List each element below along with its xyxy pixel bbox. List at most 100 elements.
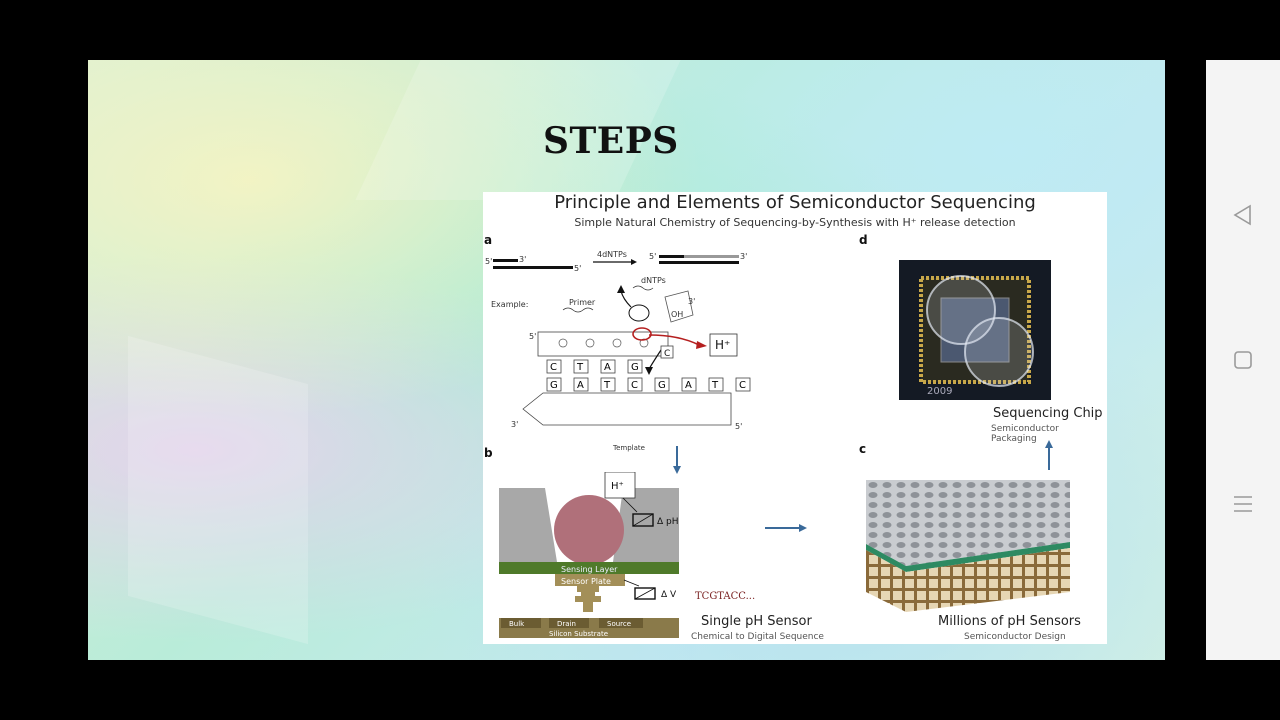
semiconductor-sequencing-figure: Principle and Elements of Semiconductor …: [483, 192, 1107, 644]
sensor-wells-surface: [866, 480, 1070, 566]
three-prime-label: 3': [688, 297, 695, 306]
release-arrow: [620, 290, 632, 308]
transistor-gate: [575, 586, 601, 612]
base-box: [681, 377, 697, 392]
panel-d-caption-sub: Semiconductor Packaging: [991, 424, 1059, 444]
template-backbone: [522, 392, 732, 426]
arrow-right-icon: [765, 524, 807, 532]
oh-highlight-circle: [632, 327, 652, 341]
arrow-up-icon: [1045, 440, 1053, 470]
ph-pointer: [622, 497, 638, 513]
pyrophosphate-circle: [628, 304, 650, 322]
delta-ph-indicator: [632, 513, 654, 527]
triangle-back-icon: [1233, 204, 1251, 226]
drain-label: Drain: [557, 620, 576, 628]
dv-pointer: [623, 579, 640, 587]
bottom-base-letter: T: [603, 380, 611, 391]
h-plus-text: H⁺: [611, 481, 624, 492]
chip-lens-left: [926, 275, 996, 345]
recent-apps-button[interactable]: [1206, 484, 1280, 524]
top-base-letter: G: [631, 362, 639, 373]
top-bases-row: C T A G: [546, 359, 643, 374]
bottom-3-label: 3': [511, 420, 518, 429]
top-base-letter: A: [604, 362, 611, 373]
bottom-base-letter: G: [550, 380, 558, 391]
base-box: [573, 359, 589, 374]
base-box: [627, 359, 643, 374]
sensor-plate-label: Sensor Plate: [561, 577, 611, 586]
dntps-brace: [632, 285, 654, 291]
sensing-layer-label: Sensing Layer: [561, 565, 618, 574]
example-label: Example:: [491, 300, 528, 309]
strand-5-end-label: 5': [574, 264, 581, 273]
left-5-label: 5': [529, 332, 536, 341]
h-plus-arrowhead: [696, 341, 707, 349]
top-base-letter: T: [576, 362, 584, 373]
primer-backbone: [537, 331, 669, 357]
panel-b-caption-sub: Chemical to Digital Sequence: [691, 632, 824, 642]
sensor-array-illustration: [866, 480, 1070, 612]
base-box: [654, 377, 670, 392]
phosphate-icon: [612, 338, 622, 348]
delta-v-label: Δ V: [661, 590, 677, 600]
arrow-down-icon: [673, 446, 681, 474]
primer-strand: [493, 259, 518, 262]
sequencing-chip-photo: 2009: [899, 260, 1051, 400]
sensor-green-layer: [866, 542, 1070, 572]
panel-a-diagram: 5' 3' 5' 4dNTPs 5' 3' Example: Primer dN…: [485, 250, 751, 431]
bulk-region: [501, 618, 541, 628]
result-template: [659, 261, 739, 264]
template-label: Template: [613, 444, 645, 452]
primer-label: Primer: [569, 298, 596, 307]
system-navigation-bar: [1206, 60, 1280, 660]
drain-region: [549, 618, 589, 628]
release-arrowhead: [617, 285, 625, 293]
h-plus-text: H⁺: [715, 338, 730, 352]
chip-die: [940, 297, 1010, 363]
panel-b-caption: Single pH Sensor: [701, 614, 812, 629]
base-box: [600, 377, 616, 392]
bottom-base-letter: C: [739, 380, 746, 391]
sensor-plate: [555, 574, 625, 586]
chip-die-frame: [919, 276, 1031, 384]
well-wall-left: [499, 488, 557, 562]
back-button[interactable]: [1206, 195, 1280, 235]
bottom-base-letter: G: [658, 380, 666, 391]
base-box: [627, 377, 643, 392]
slide-title: STEPS: [543, 120, 679, 162]
base-box: [546, 377, 562, 392]
panel-d-label: d: [859, 233, 868, 247]
template-strand: [493, 266, 573, 269]
added-base-letter: C: [664, 349, 670, 359]
strand-5-label: 5': [485, 257, 492, 266]
base-box: [546, 359, 562, 374]
source-region: [599, 618, 643, 628]
result-5-label: 5': [649, 252, 656, 261]
strand-3-label: 3': [519, 255, 526, 264]
oh-label: OH: [671, 310, 683, 319]
panel-c-label: c: [859, 442, 867, 456]
sensing-layer: [499, 562, 679, 574]
phosphate-icon: [585, 338, 595, 348]
sequence-readout: TCGTACC...: [695, 591, 756, 602]
bottom-base-letter: T: [711, 380, 719, 391]
presentation-slide: STEPS Principle and Elements of Semicond…: [88, 60, 1165, 660]
panel-b-label: b: [484, 446, 493, 460]
chip-engraving: 2009: [927, 386, 952, 397]
well-wall-right: [613, 488, 679, 562]
base-box: [600, 359, 616, 374]
dntps-arrow-label: 4dNTPs: [597, 250, 627, 259]
bottom-base-letter: A: [577, 380, 584, 391]
phosphate-icon: [558, 338, 568, 348]
bottom-base-letter: C: [631, 380, 638, 391]
bottom-5-label: 5': [735, 422, 742, 431]
result-3-label: 3': [740, 252, 747, 261]
delta-v-indicator: [634, 587, 656, 600]
home-button[interactable]: [1206, 340, 1280, 380]
h-plus-box: [709, 333, 738, 357]
result-extension: [684, 255, 739, 258]
panel-a-label: a: [484, 233, 493, 247]
h-plus-arrow: [648, 334, 700, 346]
primer-brace: [562, 307, 594, 313]
panel-c-caption: Millions of pH Sensors: [938, 614, 1081, 629]
